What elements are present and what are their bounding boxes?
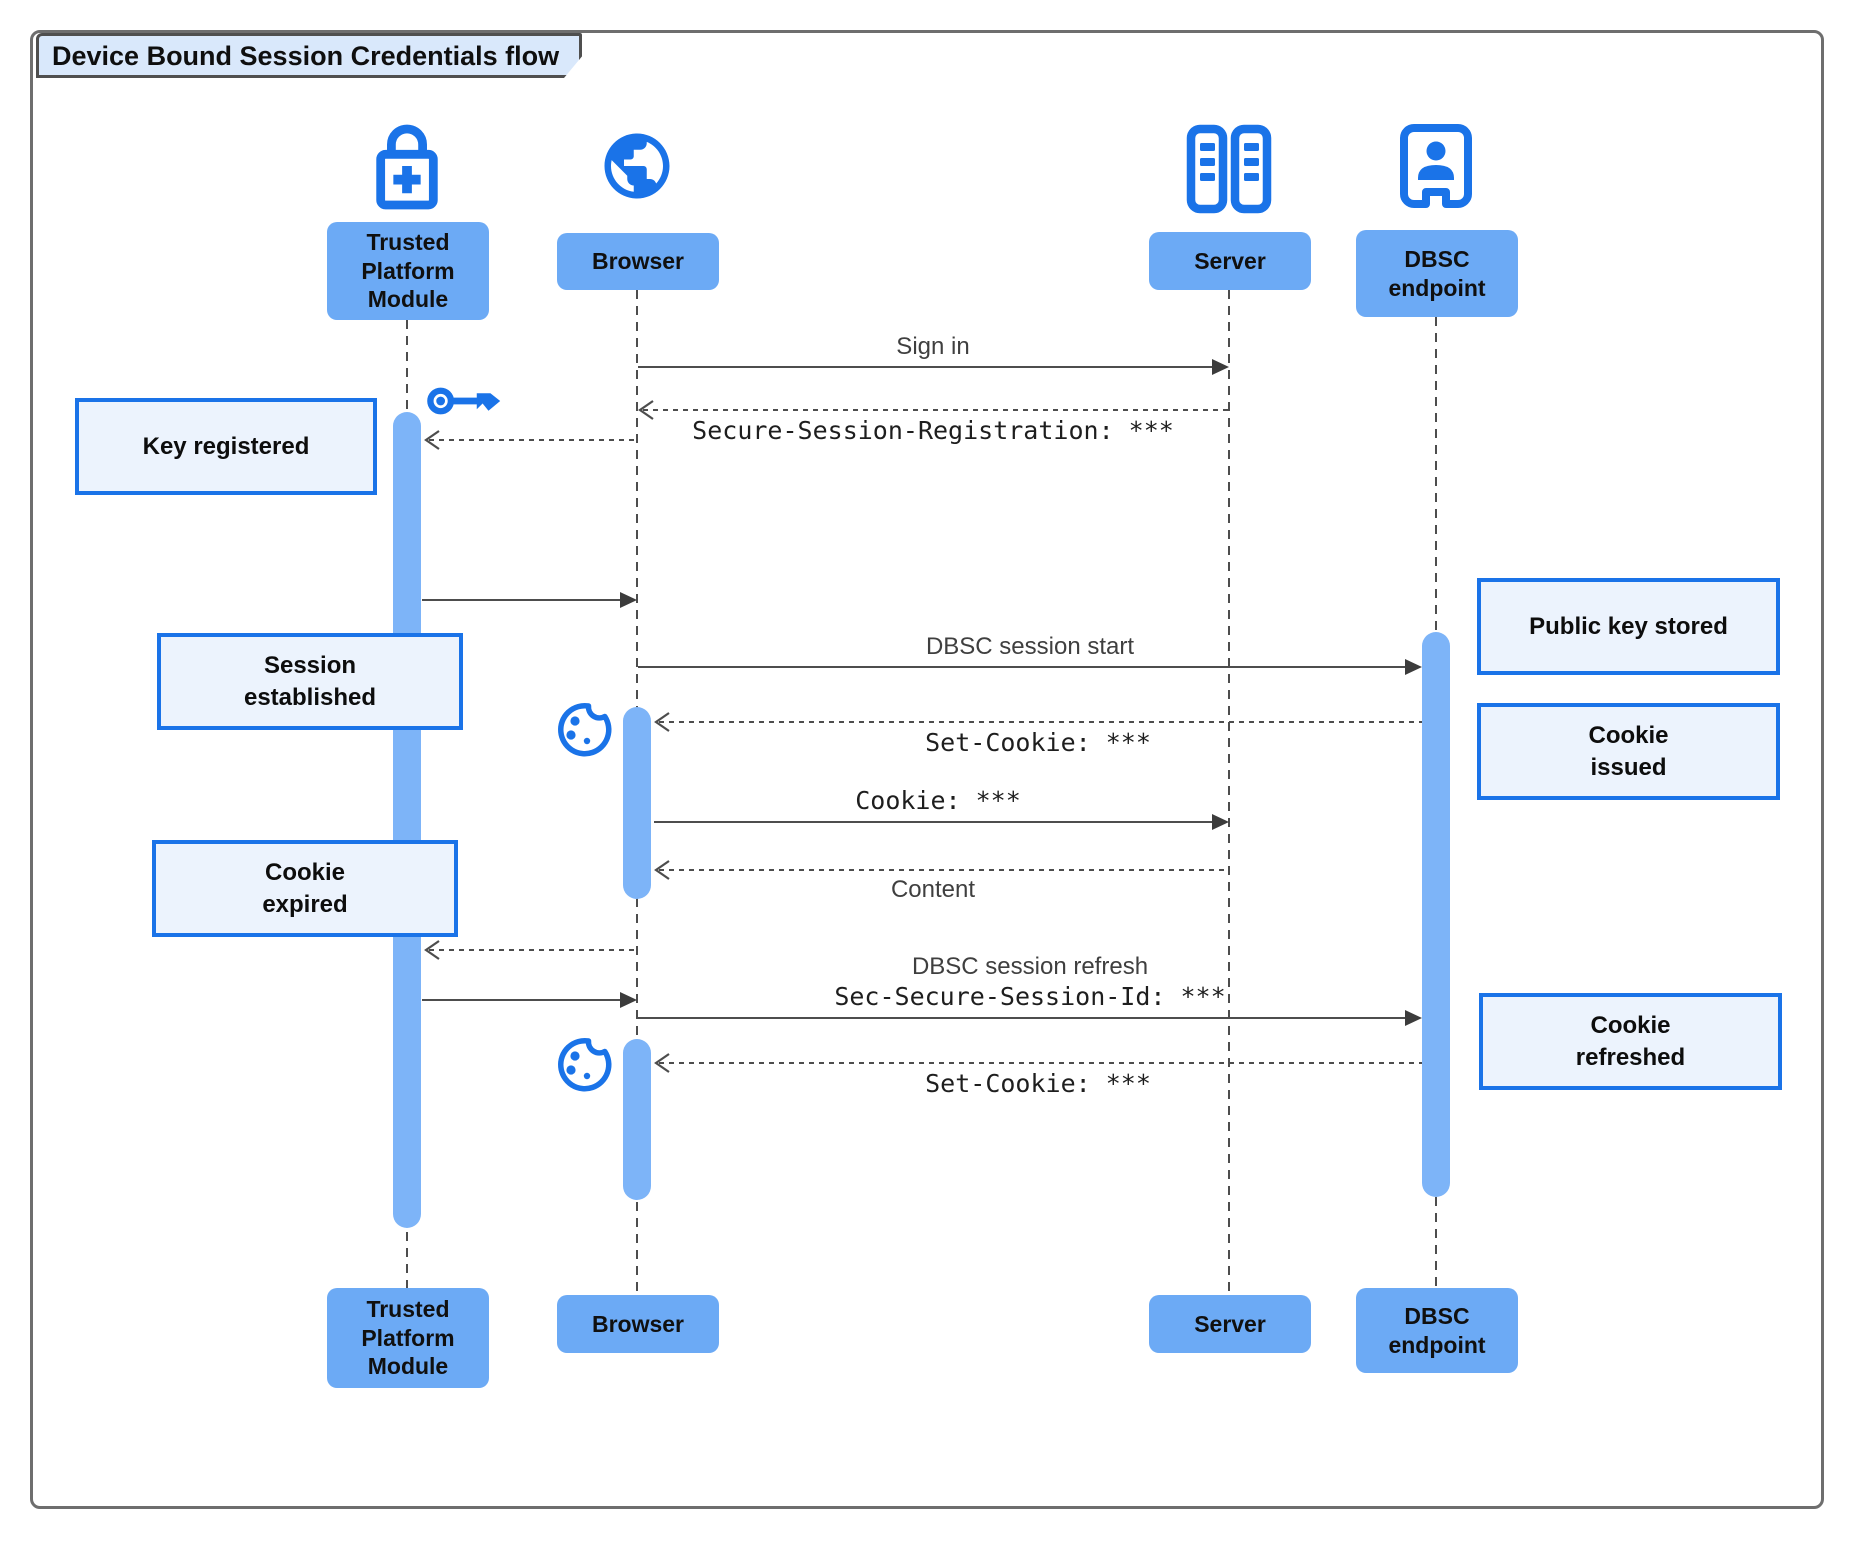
cookie-icon xyxy=(549,1027,613,1095)
activation-browser-2 xyxy=(623,1039,651,1200)
note-public-key-stored: Public key stored xyxy=(1477,578,1780,675)
message-label-dbsc-session-refresh: DBSC session refresh xyxy=(911,953,1149,980)
message-label-content: Content xyxy=(890,876,976,903)
diagram-title-tab xyxy=(36,33,582,78)
message-label-dbsc-session-start: DBSC session start xyxy=(925,633,1135,660)
note-session-established: Session established xyxy=(157,633,463,730)
activation-tpm xyxy=(393,412,421,1228)
key-icon xyxy=(426,378,508,424)
message-label-sign-in: Sign in xyxy=(896,333,970,360)
note-cookie-expired: Cookie expired xyxy=(152,840,458,937)
cookie-icon xyxy=(549,692,613,760)
lock-plus-icon xyxy=(368,118,446,214)
actor-tpm-top: Trusted Platform Module xyxy=(327,222,489,320)
actor-server-bottom: Server xyxy=(1149,1295,1311,1353)
note-key-registered: Key registered xyxy=(75,398,377,495)
activation-browser-1 xyxy=(623,707,651,899)
diagram-title: Device Bound Session Credentials flow xyxy=(52,41,560,71)
note-cookie-refreshed: Cookie refreshed xyxy=(1479,993,1782,1090)
activation-dbsc-endpoint xyxy=(1422,632,1450,1197)
actor-browser-top: Browser xyxy=(557,233,719,290)
message-label-secure-session-registration: Secure-Session-Registration: *** xyxy=(692,416,1174,445)
diagram-frame xyxy=(30,30,1824,1509)
message-label-cookie: Cookie: *** xyxy=(855,786,1021,815)
server-racks-icon xyxy=(1185,124,1273,214)
actor-browser-bottom: Browser xyxy=(557,1295,719,1353)
message-label-sec-secure-session-id: Sec-Secure-Session-Id: *** xyxy=(834,982,1226,1011)
actor-dbsc-top: DBSC endpoint xyxy=(1356,230,1518,317)
message-label-set-cookie-2: Set-Cookie: *** xyxy=(925,1069,1151,1098)
message-label-set-cookie-1: Set-Cookie: *** xyxy=(925,728,1151,757)
globe-icon xyxy=(598,127,676,205)
actor-server-top: Server xyxy=(1149,232,1311,290)
note-cookie-issued: Cookie issued xyxy=(1477,703,1780,800)
id-badge-icon xyxy=(1396,120,1476,212)
actor-dbsc-bottom: DBSC endpoint xyxy=(1356,1288,1518,1373)
actor-tpm-bottom: Trusted Platform Module xyxy=(327,1288,489,1388)
lifeline-server xyxy=(1228,290,1230,1295)
